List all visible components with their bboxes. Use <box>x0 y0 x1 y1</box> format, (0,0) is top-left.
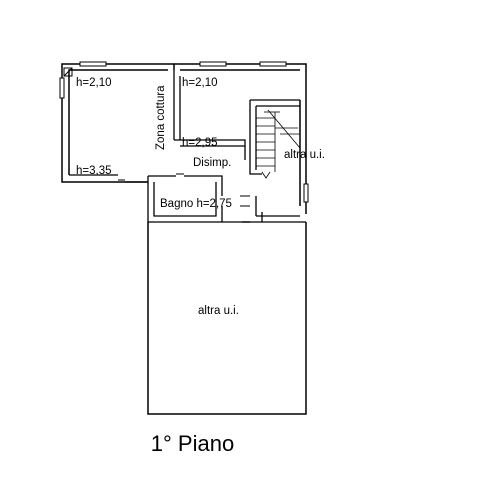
stair <box>256 109 301 179</box>
lower-unit-walls <box>147 221 307 415</box>
corner-mark <box>63 67 73 77</box>
floor-title: 1° Piano <box>150 431 235 456</box>
label-disimp: Disimp. <box>193 157 231 169</box>
label-h-middle: h=2,95 <box>182 137 218 149</box>
interior-walls <box>69 70 306 223</box>
label-h-room-left: h=2,10 <box>76 77 112 89</box>
label-bagno: Bagno h=2,75 <box>160 198 232 210</box>
label-h-room-right: h=2,10 <box>182 77 218 89</box>
door-marks <box>118 173 250 207</box>
room-labels: h=2,10 h=2,10 Zona cottura h=2,95 Disimp… <box>76 77 325 317</box>
window-marks <box>59 61 309 203</box>
label-altra-ui-lower: altra u.i. <box>198 305 239 317</box>
label-altra-ui-upper: altra u.i. <box>284 149 325 161</box>
label-h-bottom-left: h=3,35 <box>76 165 112 177</box>
label-zona-cottura: Zona cottura <box>155 85 167 150</box>
